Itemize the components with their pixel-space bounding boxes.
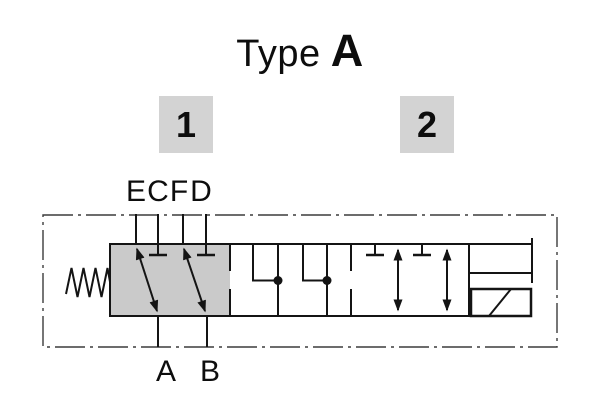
junction-dot: [322, 276, 332, 285]
port-label-f: F: [169, 175, 189, 208]
port-label-b: B: [199, 355, 221, 388]
position-label-2: 2: [400, 96, 454, 153]
port-label-c: C: [147, 175, 169, 208]
position-label-1: 1: [159, 96, 213, 153]
position-1-flow-paths: [135, 244, 215, 313]
port-lines-bottom: [157, 316, 208, 347]
spring-symbol: [65, 267, 111, 298]
port-lines-top: [135, 214, 207, 245]
solenoid-symbol: [469, 287, 533, 318]
position-center-flow-paths: [252, 244, 332, 316]
port-label-d: D: [190, 175, 212, 208]
enclosure-border: [42, 214, 558, 348]
position-2-flow-paths: [366, 244, 452, 312]
port-label-e: E: [125, 175, 147, 208]
actuator-end: [469, 238, 533, 318]
port-label-a: A: [155, 355, 177, 388]
title-variant: A: [330, 25, 364, 76]
junction-dot: [273, 276, 283, 285]
position-label-2-text: 2: [416, 103, 438, 145]
position-label-1-text: 1: [175, 103, 197, 145]
title-text: Type: [236, 33, 321, 75]
